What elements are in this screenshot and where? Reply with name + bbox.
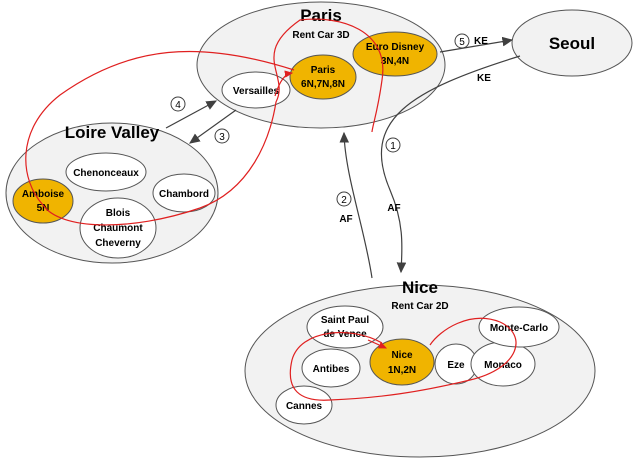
cannes-label: Cannes bbox=[286, 401, 323, 412]
leg5-carrier: KE bbox=[474, 36, 488, 47]
euro-disney-line1: Euro Disney bbox=[366, 42, 425, 53]
saint-paul-line2: de Vence bbox=[323, 329, 367, 340]
nice-line1: Nice bbox=[391, 350, 413, 361]
paris-line2: 6N,7N,8N bbox=[301, 79, 345, 90]
arrow-leg5-to-seoul bbox=[439, 36, 514, 53]
arrow-leg4-to-versailles bbox=[165, 100, 218, 129]
blois-line2: Chaumont bbox=[93, 223, 143, 234]
step-badge-3 bbox=[214, 128, 230, 144]
place-versailles bbox=[221, 71, 291, 109]
leg2-carrier: AF bbox=[339, 214, 352, 225]
step-badge-2 bbox=[336, 191, 352, 207]
saint-paul-line1: Saint Paul bbox=[321, 315, 370, 326]
place-cannes bbox=[275, 385, 333, 425]
place-amboise bbox=[12, 178, 74, 224]
loire-region bbox=[5, 122, 219, 264]
step-4-label: 4 bbox=[175, 100, 181, 111]
paris-line1: Paris bbox=[311, 65, 336, 76]
place-euro-disney bbox=[352, 31, 438, 77]
seoul-out-carrier: KE bbox=[477, 73, 491, 84]
eze-label: Eze bbox=[447, 360, 465, 371]
paris-title: Paris bbox=[300, 6, 342, 25]
route-saint-paul-to-nice bbox=[367, 339, 388, 349]
loire-title: Loire Valley bbox=[65, 123, 160, 142]
step-badge-4 bbox=[170, 96, 186, 112]
arrow-leg1-to-nice bbox=[380, 55, 521, 274]
step-5-label: 5 bbox=[459, 37, 465, 48]
route-loop-paris-loire bbox=[25, 18, 384, 226]
route-loop-nice bbox=[289, 317, 517, 401]
step-2-label: 2 bbox=[341, 195, 347, 206]
blois-line1: Blois bbox=[106, 208, 131, 219]
arrow-leg2-to-paris bbox=[339, 131, 373, 279]
seoul-title: Seoul bbox=[549, 34, 595, 53]
step-1-label: 1 bbox=[390, 141, 396, 152]
monte-carlo-label: Monte-Carlo bbox=[490, 323, 548, 334]
step-badge-5 bbox=[454, 33, 470, 49]
nice-subtitle: Rent Car 2D bbox=[391, 301, 448, 312]
place-chenonceaux bbox=[65, 152, 147, 192]
place-chambord bbox=[152, 173, 216, 213]
amboise-line2: 5N bbox=[37, 203, 50, 214]
step-badge-1 bbox=[385, 137, 401, 153]
antibes-label: Antibes bbox=[313, 364, 350, 375]
place-monte-carlo bbox=[478, 306, 560, 348]
chambord-label: Chambord bbox=[159, 189, 209, 200]
route-versailles-to-paris bbox=[274, 70, 294, 97]
place-blois bbox=[79, 197, 157, 259]
euro-disney-line2: 3N,4N bbox=[381, 56, 409, 67]
chenonceaux-label: Chenonceaux bbox=[73, 168, 139, 179]
versailles-label: Versailles bbox=[233, 86, 280, 97]
blois-line3: Cheverny bbox=[95, 238, 141, 249]
place-antibes bbox=[301, 348, 361, 388]
nice-line2: 1N,2N bbox=[388, 365, 416, 376]
arrow-leg3-to-loire bbox=[189, 109, 237, 144]
nice-title: Nice bbox=[402, 278, 438, 297]
paris-subtitle: Rent Car 3D bbox=[292, 30, 349, 41]
place-paris bbox=[289, 54, 357, 100]
leg1-carrier: AF bbox=[387, 203, 400, 214]
place-nice bbox=[369, 338, 435, 386]
place-saint-paul bbox=[306, 305, 384, 349]
step-3-label: 3 bbox=[219, 132, 225, 143]
amboise-line1: Amboise bbox=[22, 189, 65, 200]
